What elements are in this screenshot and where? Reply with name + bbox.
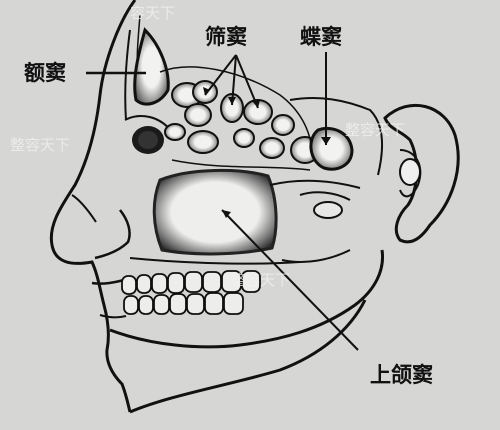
label-frontal-sinus: 额窦	[24, 61, 66, 85]
sphenoid-sinus	[309, 126, 354, 171]
ear	[383, 103, 460, 244]
watermark-top: 容天下	[130, 4, 175, 22]
label-maxillary-sinus: 上颌窦	[370, 363, 433, 387]
label-ethmoid-sinus: 筛窦	[205, 25, 247, 49]
skull-outline	[49, 0, 137, 413]
mandible	[109, 249, 385, 349]
watermark-left: 整容天下	[10, 136, 70, 154]
ethmoid-cells	[164, 80, 320, 164]
ethmoid-leader-2	[231, 54, 237, 106]
watermark-right: 整容天下	[345, 121, 405, 139]
ethmoid-leader-1	[204, 54, 237, 96]
maxillary-leader	[221, 209, 359, 351]
frontal-sinus	[133, 27, 170, 106]
nostril-line	[94, 209, 131, 260]
ethmoid-leader-3	[235, 54, 259, 109]
watermark-middle: 整容天下	[230, 271, 290, 289]
maxillary-sinus	[152, 168, 278, 256]
label-sphenoid-sinus: 蝶窦	[300, 25, 342, 49]
lower-lip	[99, 314, 127, 319]
teeth	[121, 270, 261, 315]
